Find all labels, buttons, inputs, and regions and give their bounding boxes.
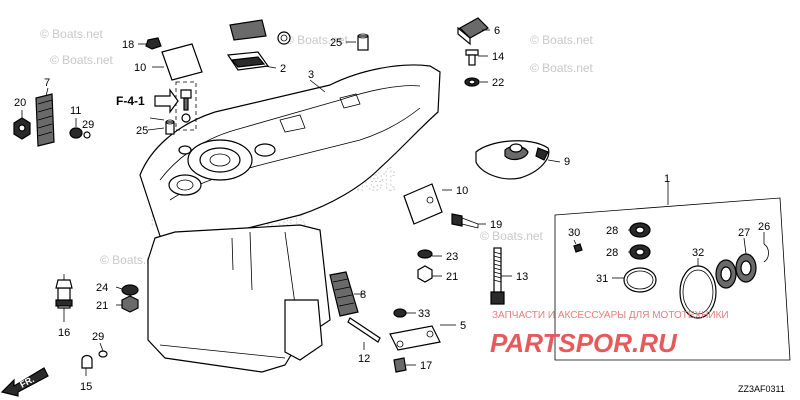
part-15-screw — [81, 354, 93, 369]
part-18-nut — [145, 37, 162, 50]
callout-3: 3 — [308, 69, 314, 81]
callout-6: 6 — [494, 25, 500, 37]
part-33-washer — [393, 308, 407, 318]
part-10-cushion-right — [403, 183, 479, 229]
watermark-boats-3: © Boats.net — [530, 33, 594, 47]
callout-18: 18 — [122, 39, 134, 51]
callout-29-upper: 29 — [82, 119, 94, 131]
callout-10-top: 10 — [134, 62, 146, 74]
part-30-circlip — [573, 243, 583, 253]
part-2-seal-top — [229, 19, 267, 41]
part-17-bolt — [393, 357, 407, 373]
part-23-washer — [417, 249, 433, 259]
callout-30: 30 — [568, 227, 580, 239]
drawing-code: ZZ3AF0311 — [738, 384, 785, 394]
promo-brand: PARTSPOR.RU — [490, 328, 678, 358]
callout-13: 13 — [516, 271, 528, 283]
watermark-boats-1: © Boats.net — [40, 27, 104, 41]
front-direction-marker: FR. — [0, 367, 49, 397]
callout-29-lower: 29 — [92, 331, 104, 343]
callout-21-left: 21 — [96, 300, 108, 312]
callout-7: 7 — [44, 77, 50, 89]
leader-lines — [21, 29, 765, 376]
callout-21-right: 21 — [446, 271, 458, 283]
callout-26: 26 — [758, 221, 770, 233]
gear-case-housing — [139, 64, 441, 373]
part-11-bolt — [69, 127, 83, 139]
callout-19: 19 — [490, 219, 502, 231]
callout-25-left: 25 — [136, 125, 148, 137]
part-26-ring — [763, 243, 769, 263]
callout-12: 12 — [358, 353, 370, 365]
part-21-nut-left — [121, 295, 139, 313]
callout-14: 14 — [492, 51, 504, 63]
callout-17: 17 — [420, 360, 432, 372]
watermark-boats-4: © Boats.net — [50, 53, 114, 67]
callout-28-upper: 28 — [606, 225, 618, 237]
callout-1: 1 — [664, 173, 670, 185]
watermark-boats-5: © Boats.net — [530, 61, 594, 75]
part-14-bolt-head — [465, 49, 479, 56]
part-24-washer — [121, 284, 139, 296]
kit-1-group — [554, 182, 791, 361]
part-29-washer-lower — [98, 350, 108, 358]
callout-31: 31 — [596, 273, 608, 285]
part-25-pins — [165, 33, 369, 135]
bottom-hardware — [389, 308, 441, 373]
watermark-boats-2: © Boats.net — [285, 33, 349, 47]
callout-2: 2 — [280, 63, 286, 75]
callout-33: 33 — [418, 308, 430, 320]
part-12-bolt — [347, 317, 381, 343]
f-4-1-detail — [154, 81, 197, 131]
part-13-stud — [490, 247, 505, 305]
part-10-cushion-top — [161, 43, 203, 81]
kit-1-boundary — [554, 197, 791, 361]
left-bottom-hardware — [55, 279, 139, 369]
callout-20: 20 — [14, 97, 26, 109]
part-8-anode — [329, 271, 381, 343]
callout-32: 32 — [692, 247, 704, 259]
callout-22: 22 — [492, 77, 504, 89]
top-rubber-parts — [161, 19, 291, 81]
callout-10-right: 10 — [456, 185, 468, 197]
callout-28-lower: 28 — [606, 247, 618, 259]
section-ref-f-4-1: F-4-1 — [116, 94, 145, 108]
callout-5: 5 — [460, 320, 466, 332]
promo-watermark: ЗАПЧАСТИ И АКСЕССУАРЫ ДЛЯ МОТОТЕХНИКИ PA… — [490, 310, 729, 358]
callout-8: 8 — [360, 289, 366, 301]
watermark-boats-7: © Boats.net — [480, 229, 544, 243]
callout-9: 9 — [564, 156, 570, 168]
top-right-hardware — [457, 17, 489, 87]
part-31-o-ring — [623, 267, 657, 293]
left-hardware — [13, 93, 91, 147]
callout-24: 24 — [96, 282, 108, 294]
callout-25-top: 25 — [330, 37, 342, 49]
promo-tagline: ЗАПЧАСТИ И АКСЕССУАРЫ ДЛЯ МОТОТЕХНИКИ — [492, 310, 729, 321]
part-9-trim-tab — [475, 140, 550, 180]
part-29-washer — [83, 131, 91, 139]
callout-16: 16 — [58, 327, 70, 339]
f-4-1-arrow — [154, 88, 179, 114]
callout-23: 23 — [446, 251, 458, 263]
part-19-bolt-head — [451, 213, 463, 227]
part-5-bracket — [389, 325, 441, 351]
callout-15: 15 — [80, 381, 92, 393]
mid-hardware — [417, 249, 433, 283]
callout-11: 11 — [70, 105, 81, 117]
callout-labels: 1 2 3 5 6 7 8 9 10 10 11 12 13 14 15 16 … — [14, 25, 770, 393]
callout-27: 27 — [738, 227, 750, 239]
part-21-nut-right — [417, 265, 433, 283]
